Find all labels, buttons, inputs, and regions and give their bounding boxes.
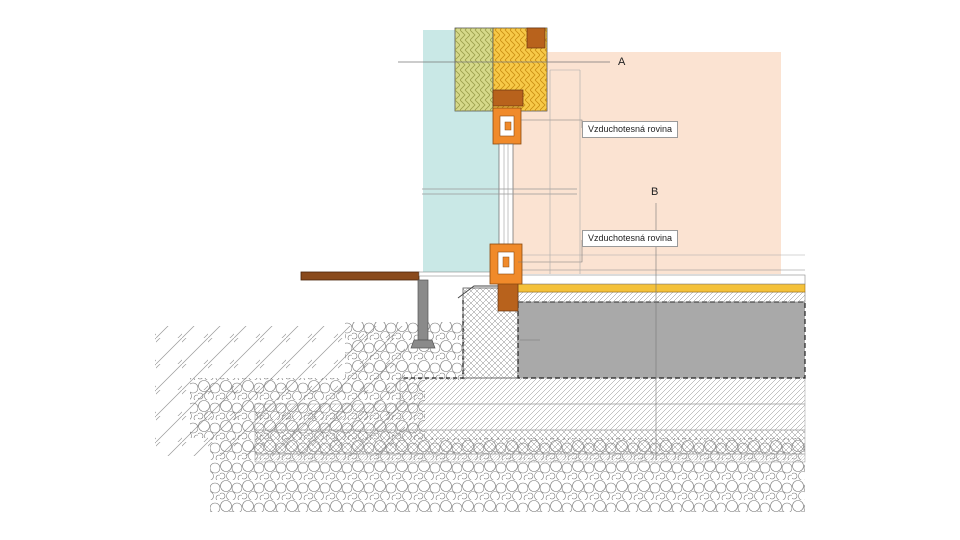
window-head-stop xyxy=(504,121,512,131)
compacted-layer-1 xyxy=(399,377,806,405)
section-label-b: B xyxy=(651,186,659,198)
compacted-layer-3 xyxy=(254,429,806,455)
perimeter-dashed-outline xyxy=(402,300,464,379)
leader-lower xyxy=(518,240,583,263)
wall-timber-header xyxy=(492,89,524,107)
compacted-layer-2 xyxy=(254,403,806,431)
deck-post xyxy=(417,279,429,341)
floor-layer-insulation xyxy=(517,283,806,293)
drip-edge xyxy=(457,285,498,299)
sill-beam xyxy=(497,282,519,312)
wall-insulation-green-hatch xyxy=(455,28,493,111)
post-footing xyxy=(410,339,436,349)
section-label-a: A xyxy=(618,56,626,68)
airtight-plane-label-lower: Vzduchotesná rovina xyxy=(582,230,679,247)
deck-rail xyxy=(418,271,500,277)
airtight-plane-label-upper: Vzduchotesná rovina xyxy=(582,121,679,138)
wall-timber-stud xyxy=(526,27,546,49)
concrete-slab xyxy=(517,301,806,379)
window-sill-stop xyxy=(502,256,510,268)
perimeter-insulation-block xyxy=(462,287,519,379)
compacted-layer-4 xyxy=(254,453,806,463)
floor-layer-finish xyxy=(497,274,806,285)
gravel-band-top xyxy=(345,322,465,380)
floor-layer-hatched xyxy=(517,291,806,303)
deck-board xyxy=(300,271,420,281)
